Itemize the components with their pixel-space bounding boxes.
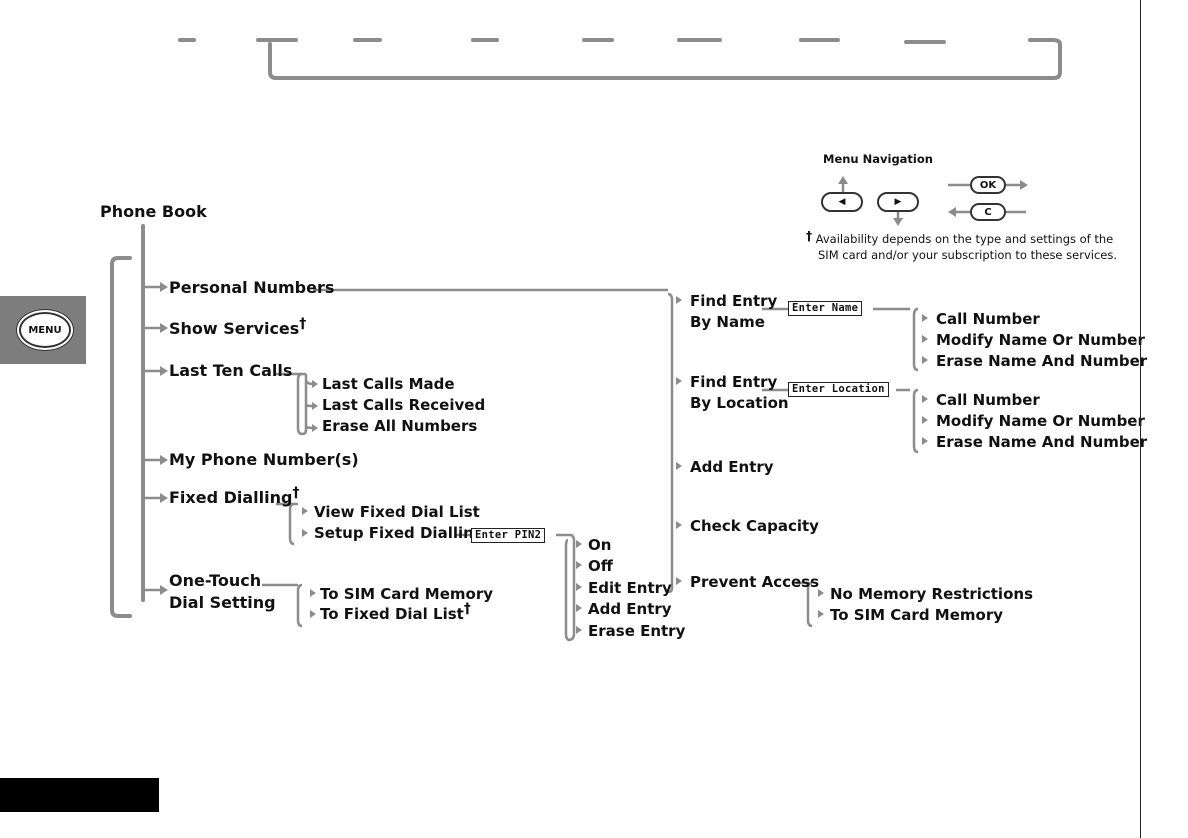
item-dial-setting[interactable]: Dial Setting [169,593,276,612]
sub-erase-all-numbers[interactable]: Erase All Numbers [322,417,478,435]
item-last-ten-calls[interactable]: Last Ten Calls [169,361,293,380]
sub-to-fixed-dial-list-label: To Fixed Dial List [320,605,464,623]
right-key-icon: ▶ [877,192,919,212]
sub-setup-fixed-dialling[interactable]: Setup Fixed Dialling [314,524,485,542]
item-fixed-dialling[interactable]: Fixed Dialling† [169,485,299,507]
lcd-enter-pin2: Enter PIN2 [471,528,546,543]
sub-last-calls-made[interactable]: Last Calls Made [322,375,455,393]
pn-check-capacity[interactable]: Check Capacity [690,517,819,535]
lcd-enter-location: Enter Location [788,382,889,397]
pn-find-entry-location-2[interactable]: By Location [690,394,789,412]
sub-view-fixed-dial-list[interactable]: View Fixed Dial List [314,503,480,521]
menu-key-icon: MENU [19,312,71,348]
footnote-text-1: Availability depends on the type and set… [815,232,1114,246]
left-key-icon: ◀ [821,192,863,212]
c-key: C [970,203,1006,221]
footnote-line-1: † Availability depends on the type and s… [806,229,1114,247]
location-erase[interactable]: Erase Name And Number [936,433,1148,451]
access-sim-card-memory[interactable]: To SIM Card Memory [830,606,1003,624]
pn-find-entry-name-2[interactable]: By Name [690,313,765,331]
pn-add-entry[interactable]: Add Entry [690,458,774,476]
pin2-on[interactable]: On [588,536,612,554]
legend-title: Menu Navigation [823,152,933,166]
dagger-mark: † [806,229,812,243]
name-call-number[interactable]: Call Number [936,310,1040,328]
dagger-mark: † [292,485,300,501]
pin2-edit-entry[interactable]: Edit Entry [588,579,672,597]
root-bracket [110,256,132,618]
lcd-enter-name: Enter Name [788,301,863,316]
item-show-services[interactable]: Show Services† [169,316,306,338]
access-no-restrictions[interactable]: No Memory Restrictions [830,585,1033,603]
name-erase[interactable]: Erase Name And Number [936,352,1148,370]
location-call-number[interactable]: Call Number [936,391,1040,409]
pin2-off[interactable]: Off [588,557,613,575]
sub-to-sim-card-memory[interactable]: To SIM Card Memory [320,585,493,603]
pin2-add-entry[interactable]: Add Entry [588,600,672,618]
dagger-mark: † [299,316,307,332]
pn-find-entry-name-1[interactable]: Find Entry [690,292,778,310]
pin2-erase-entry[interactable]: Erase Entry [588,622,686,640]
sub-last-calls-received[interactable]: Last Calls Received [322,396,486,414]
root-title: Phone Book [100,202,207,221]
footnote-line-2: SIM card and/or your subscription to the… [818,248,1117,262]
page-edge-rule [1140,0,1141,838]
pn-find-entry-location-1[interactable]: Find Entry [690,373,778,391]
item-one-touch[interactable]: One-Touch [169,571,262,590]
item-personal-numbers[interactable]: Personal Numbers [169,278,335,297]
page-footer-bar [0,778,159,812]
item-fixed-dialling-label: Fixed Dialling [169,488,293,507]
sub-to-fixed-dial-list[interactable]: To Fixed Dial List† [320,601,471,623]
location-modify[interactable]: Modify Name Or Number [936,412,1145,430]
item-show-services-label: Show Services [169,319,300,338]
ok-key: OK [970,176,1006,194]
name-modify[interactable]: Modify Name Or Number [936,331,1145,349]
pn-prevent-access[interactable]: Prevent Access [690,573,820,591]
dagger-mark: † [463,601,471,617]
item-my-phone-numbers[interactable]: My Phone Number(s) [169,450,359,469]
top-bracket [268,38,1062,80]
